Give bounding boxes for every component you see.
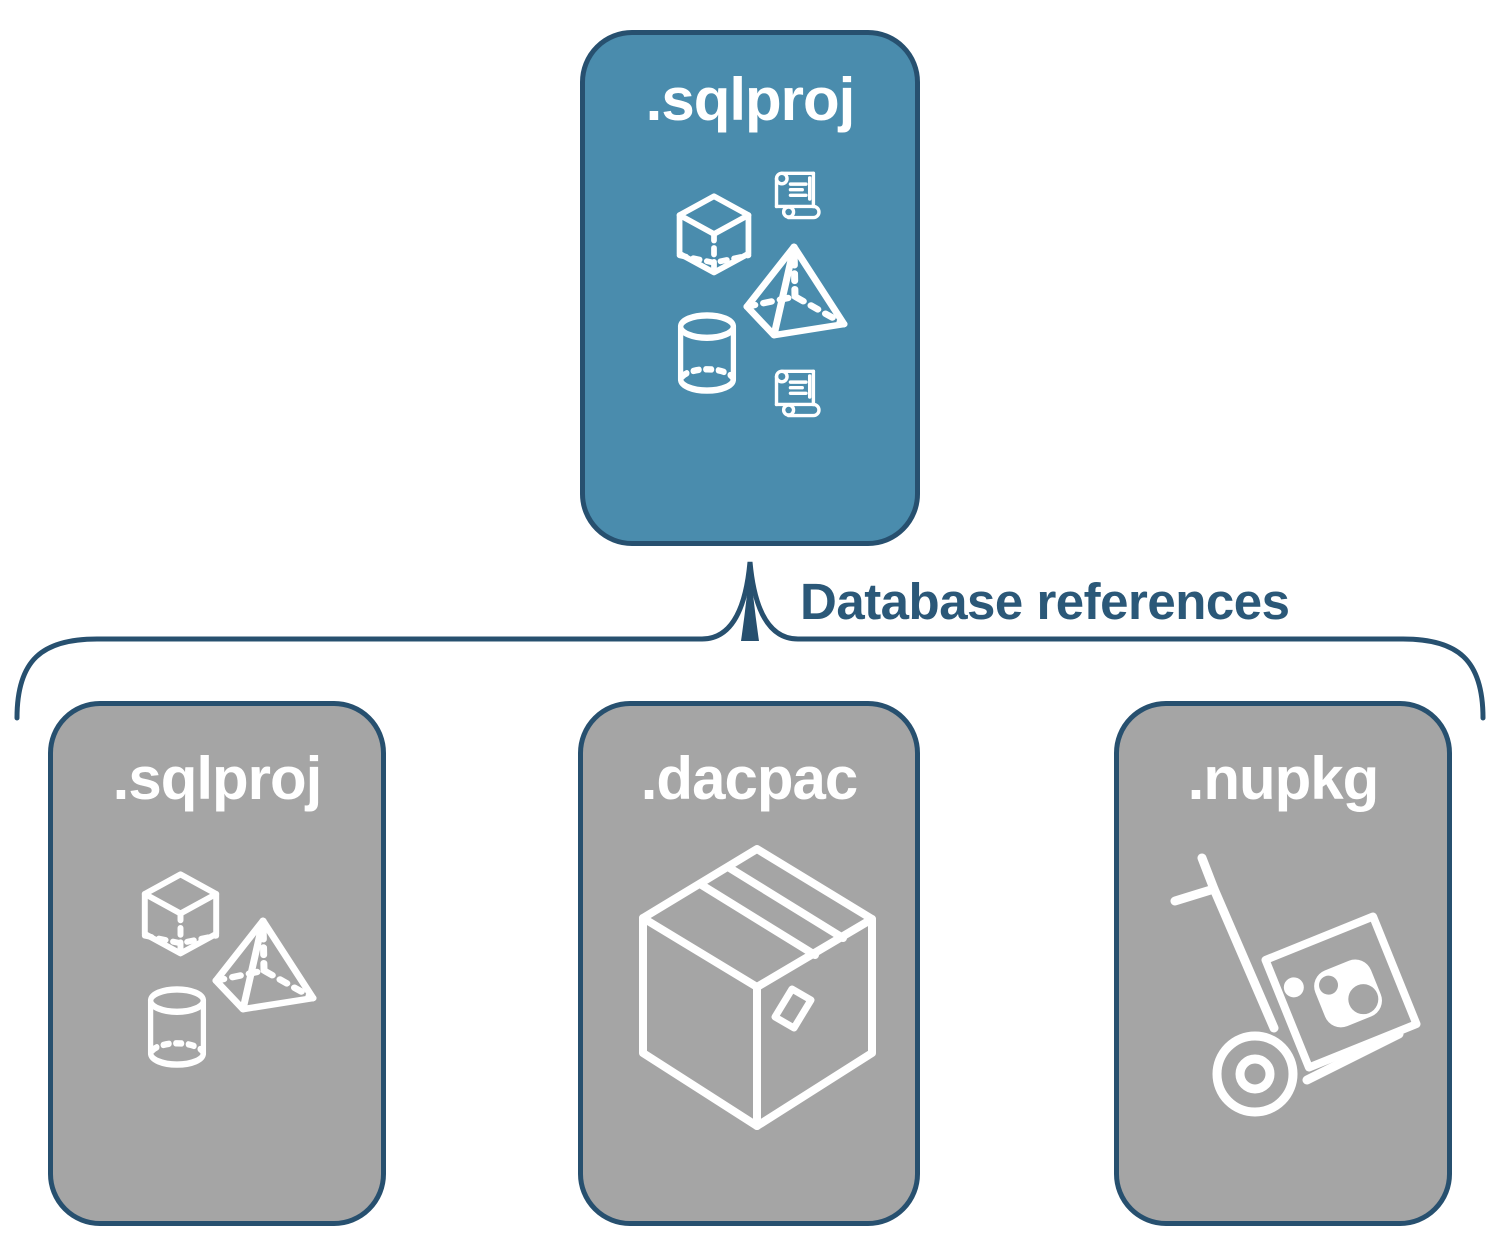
node-child-nupkg: .nupkg bbox=[1114, 701, 1452, 1226]
cube-icon bbox=[145, 874, 216, 953]
node-root-title: .sqlproj bbox=[645, 66, 856, 133]
node-child-sqlproj: .sqlproj bbox=[48, 701, 386, 1226]
node-child-sqlproj-title: .sqlproj bbox=[112, 745, 323, 812]
node-child-dacpac-title: .dacpac bbox=[640, 745, 858, 812]
package-box-icon bbox=[639, 845, 876, 1130]
node-child-nupkg-title: .nupkg bbox=[1187, 745, 1380, 812]
scroll-icon bbox=[774, 171, 821, 220]
node-child-dacpac: .dacpac bbox=[578, 701, 920, 1226]
pyramid-icon bbox=[747, 247, 844, 335]
node-root-sqlproj: .sqlproj bbox=[580, 30, 920, 546]
connector-label: Database references bbox=[800, 573, 1290, 630]
scroll-icon bbox=[774, 369, 821, 418]
cylinder-icon bbox=[681, 315, 734, 390]
pyramid-icon bbox=[216, 921, 313, 1009]
cube-icon bbox=[680, 196, 749, 272]
cylinder-icon bbox=[151, 989, 204, 1064]
hand-truck-package-icon bbox=[1170, 853, 1421, 1117]
